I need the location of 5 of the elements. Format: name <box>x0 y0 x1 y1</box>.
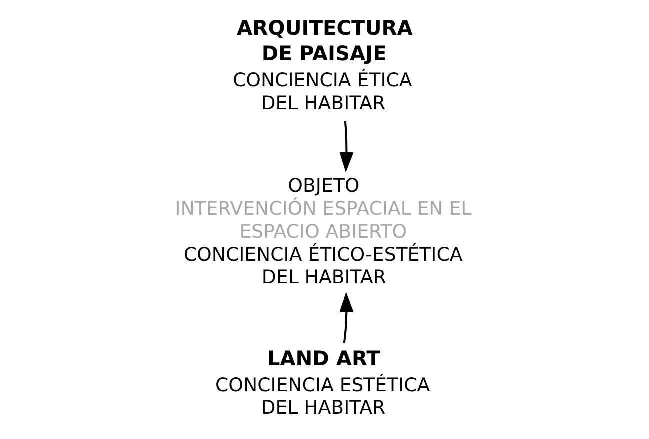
arrow <box>340 292 354 344</box>
node-text: LAND ART CONCIENCIA ESTÉTICA DEL HABITAR <box>216 346 430 420</box>
node-text: ARQUITECTURA DE PAISAJE CONCIENCIA ÉTICA DEL HABITAR <box>233 16 413 114</box>
arrow <box>340 121 354 173</box>
node-text: OBJETO INTERVENCIÓN ESPACIAL EN EL ESPACIO ABIERTO CONCIENCIA ÉTICO-ESTÉTICA DEL HABITAR <box>175 176 472 289</box>
